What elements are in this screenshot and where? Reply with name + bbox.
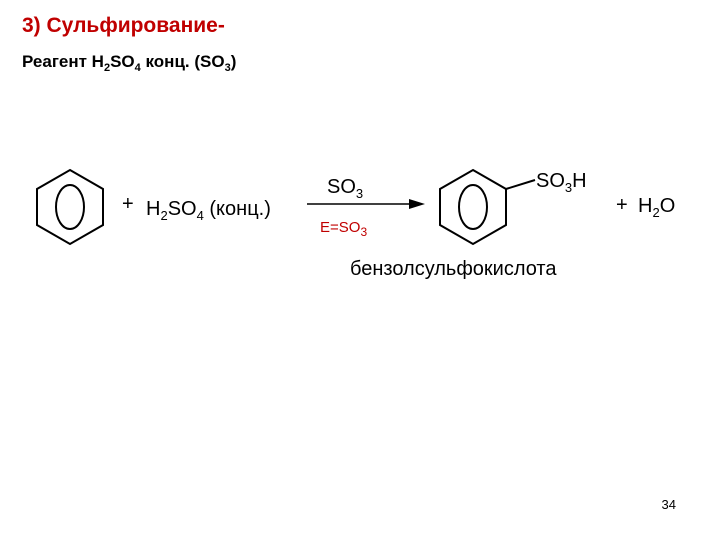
reagent-sub-1: 2 — [103, 62, 111, 74]
reagent-sub-2: 4 — [134, 62, 141, 74]
acid-note: (конц.) — [203, 198, 271, 220]
arrow-label-below: E=SO3 — [320, 219, 367, 239]
water-formula: H2O — [638, 195, 675, 220]
water-sub: 2 — [652, 205, 660, 220]
sulfo-sub: 3 — [564, 180, 573, 195]
reaction-arrow — [307, 199, 425, 209]
sulfo-group: SO3H — [536, 170, 587, 195]
acid-sub-1: 2 — [160, 208, 168, 223]
acid-so: SO — [167, 198, 197, 220]
arrow-label-above: SO3 — [327, 176, 363, 201]
plus-sign-1: + — [122, 193, 134, 215]
water-h: H — [638, 195, 653, 217]
reagent-suffix: конц. (SO — [140, 52, 225, 71]
benzene-ring-reactant — [36, 168, 104, 246]
acid-formula: H2SO4 (конц.) — [146, 198, 271, 223]
arrow-above-so: SO — [327, 176, 356, 198]
acid-h: H — [146, 198, 161, 220]
reagent-prefix: Реагент H — [22, 52, 104, 71]
arrow-above-sub: 3 — [355, 186, 364, 201]
acid-sub-2: 4 — [196, 208, 204, 223]
sulfo-so: SO — [536, 170, 565, 192]
electrophile-sub: 3 — [360, 225, 368, 239]
reagent-close: ) — [230, 52, 237, 71]
slide-title: 3) Сульфирование- — [22, 14, 225, 37]
benzene-ring-product — [439, 168, 536, 246]
reagent-sub-3: 3 — [224, 62, 231, 74]
sulfo-h: H — [572, 170, 587, 192]
water-o: O — [659, 195, 676, 217]
reagent-mid: SO — [110, 52, 135, 71]
electrophile-label: E=SO — [320, 219, 361, 236]
reagent-line: Реагент H2SO4 конц. (SO3) — [22, 52, 236, 74]
page-number: 34 — [661, 497, 676, 512]
product-name: бензолсульфокислота — [350, 258, 557, 280]
plus-sign-2: + — [616, 194, 628, 216]
